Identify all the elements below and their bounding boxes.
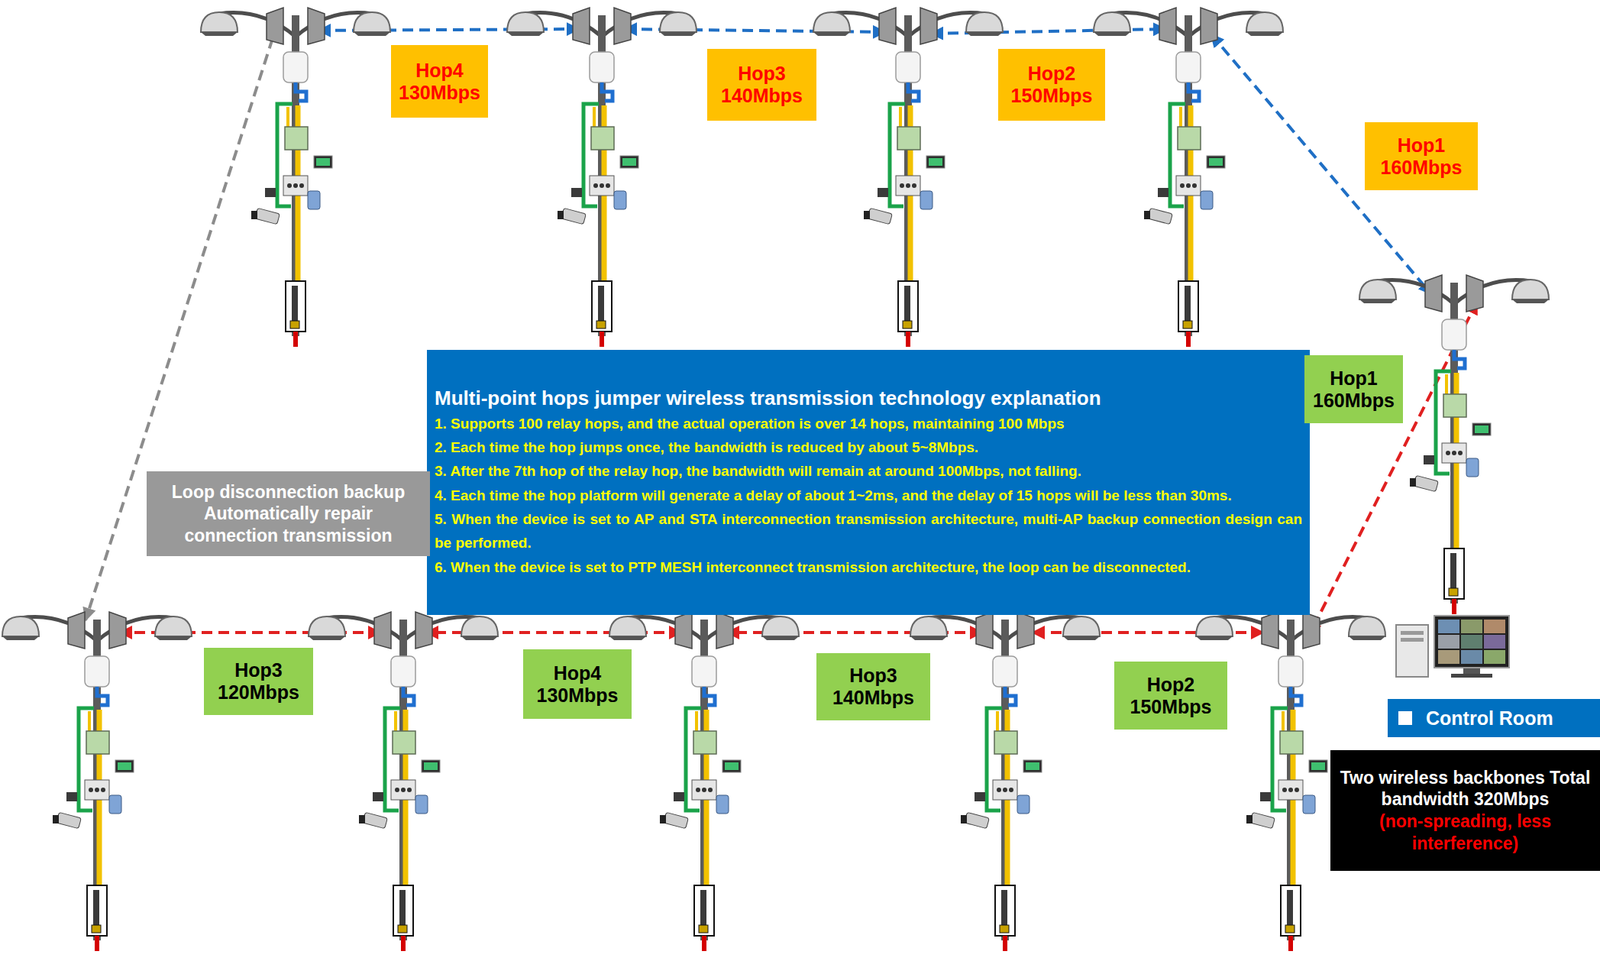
lamp-pole — [308, 611, 498, 951]
hop-label: Hop3 140Mbps — [707, 48, 817, 121]
hop-text: Hop4 130Mbps — [398, 59, 481, 104]
hop-label: Hop3 120Mbps — [203, 647, 314, 715]
panel-title: Multi-point hops jumper wireless transmi… — [434, 385, 1303, 412]
video-tile — [1461, 649, 1483, 664]
lamp-pole — [609, 611, 799, 951]
hop-text: Hop1 160Mbps — [1312, 367, 1395, 412]
drive-bay — [1400, 637, 1424, 642]
lamp-pole — [910, 611, 1100, 951]
hop-text: Hop3 140Mbps — [720, 62, 803, 107]
backup-note: Loop disconnection backup Automatically … — [146, 471, 430, 556]
video-tile — [1438, 649, 1460, 664]
panel-item: 3. After the 7th hop of the relay hop, t… — [434, 458, 1303, 483]
hop-label: Hop2 150Mbps — [1114, 661, 1228, 730]
hop-text: Hop3 140Mbps — [832, 664, 915, 709]
hop-label: Hop1 160Mbps — [1364, 122, 1478, 191]
video-tile — [1438, 619, 1460, 634]
hop-text: Hop1 160Mbps — [1380, 134, 1463, 179]
video-tile — [1483, 619, 1506, 634]
monitor-stand — [1451, 673, 1493, 678]
lamp-pole — [200, 7, 391, 347]
monitor — [1434, 615, 1510, 668]
panel-item: 2. Each time the hop jumps once, the ban… — [434, 435, 1303, 459]
note-text: (non-spreading, less interference) — [1338, 810, 1593, 855]
hop-text: Hop4 130Mbps — [536, 662, 619, 707]
hop-text: Hop3 120Mbps — [217, 659, 300, 704]
panel-item: 4. Each time the hop platform will gener… — [434, 483, 1303, 508]
hop-text: Hop2 150Mbps — [1011, 62, 1093, 107]
bandwidth-note: Two wireless backbones Total bandwidth 3… — [1330, 749, 1600, 871]
pc-tower — [1396, 624, 1429, 677]
hop-label: Hop3 140Mbps — [816, 652, 931, 721]
hop-label: Hop4 130Mbps — [523, 649, 632, 719]
explanation-panel: Multi-point hops jumper wireless transmi… — [426, 349, 1310, 615]
control-room-tag: Control Room — [1387, 698, 1600, 737]
lamp-pole — [1359, 274, 1549, 615]
hop-label: Hop4 130Mbps — [391, 45, 489, 118]
panel-item: 5. When the device is set to AP and STA … — [434, 507, 1303, 556]
panel-item: 1. Supports 100 relay hops, and the actu… — [434, 411, 1303, 436]
lamp-pole — [2, 611, 192, 951]
video-tile — [1483, 649, 1506, 664]
room-name: Control Room — [1425, 707, 1554, 730]
lamp-pole — [507, 7, 697, 347]
panel-item: 6. When the device is set to PTP MESH in… — [434, 555, 1303, 579]
video-tile — [1483, 634, 1506, 649]
drive-bay — [1400, 630, 1424, 635]
video-tile — [1461, 634, 1483, 649]
video-tile — [1461, 619, 1483, 634]
hop-text: Hop2 150Mbps — [1130, 673, 1213, 718]
lamp-pole — [1093, 7, 1284, 347]
video-tile — [1438, 634, 1460, 649]
note-text: Two wireless backbones Total bandwidth 3… — [1338, 766, 1593, 812]
hop-label: Hop2 150Mbps — [998, 48, 1106, 121]
lamp-pole — [813, 7, 1003, 347]
computer-icon — [1396, 615, 1510, 678]
note-text: Loop disconnection backup Automatically … — [155, 481, 421, 546]
hop-label: Hop1 160Mbps — [1304, 355, 1403, 424]
